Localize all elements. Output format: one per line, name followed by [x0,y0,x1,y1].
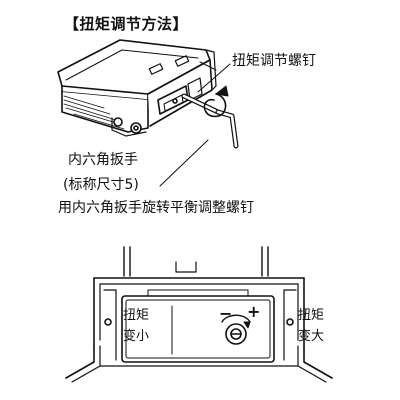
unit-body-isometric [57,39,217,137]
hex-wrench-label: 内六角扳手 [68,152,138,168]
title-open-bracket: 【 [64,15,80,33]
torque-decrease-label-line1: 扭矩 [123,308,150,323]
screw-leader-line [197,63,231,93]
torque-decrease-label-line2: 变小 [123,329,150,344]
minus-symbol: − [219,304,233,323]
torque-increase-label-line1: 扭矩 [298,308,325,323]
unit-front-view [65,246,333,383]
torque-increase-label-line2: 变大 [298,329,325,344]
wrench-leader-line [159,139,209,187]
plus-symbol: + [247,302,261,321]
title-close-bracket: 】 [172,15,189,33]
figure-title: 【扭矩调节方法】 [64,17,188,32]
adjustment-method-instruction: 用内六角扳手旋转平衡调整螺钉 [58,200,254,216]
hex-wrench-drawing [181,85,239,149]
torque-screw-callout: 扭矩调节螺钉 [232,53,316,69]
hex-wrench-size-label: (标称尺寸5) [63,177,139,193]
title-text: 扭矩调节方法 [79,15,173,33]
